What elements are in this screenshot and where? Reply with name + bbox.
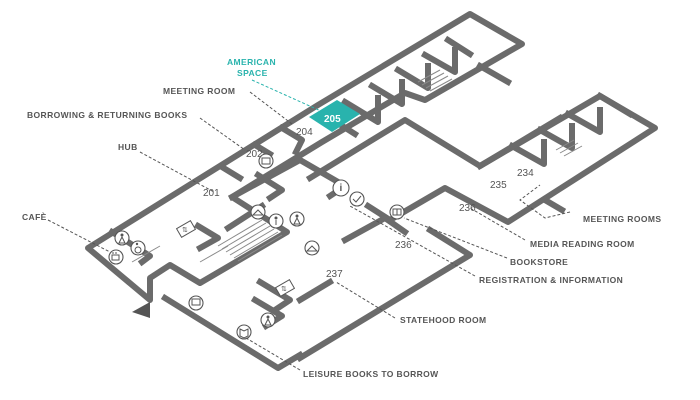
room-number-236-bookstore: 236 [395,240,412,251]
room-numbers: 205 204 202 201 235 234 236 236 237 [203,114,534,280]
label-bookstore[interactable]: BOOKSTORE [510,257,568,267]
computer-icon[interactable] [188,295,204,311]
american-space-room-205[interactable] [309,100,360,132]
label-american-space-line1[interactable]: AMERICAN [227,57,276,67]
label-borrowing-returning-books[interactable]: BORROWING & RETURNING BOOKS [27,110,188,120]
staircase-center [217,219,283,262]
room-number-234: 234 [517,168,534,179]
label-meeting-room[interactable]: MEETING ROOM [163,86,235,96]
label-meeting-rooms[interactable]: MEETING ROOMS [583,214,661,224]
svg-text:i: i [340,183,343,194]
registration-icon[interactable] [349,191,365,207]
coat-hanger-icon[interactable] [250,204,266,220]
label-statehood-room[interactable]: STATEHOOD ROOM [400,315,487,325]
borrowing-books-icon[interactable] [258,153,274,169]
leisure-books-icon[interactable] [236,324,252,340]
label-leisure-books[interactable]: LEISURE BOOKS TO BORROW [303,369,439,379]
room-number-235: 235 [490,180,507,191]
room-number-204: 204 [296,127,313,138]
room-number-202: 202 [246,149,263,160]
floor-plan-walls [85,11,658,371]
elevator-icon[interactable]: ⇅ [175,219,197,239]
women-restroom-icon[interactable] [289,211,305,227]
coat-hanger-icon[interactable] [304,240,320,256]
svg-text:⇅: ⇅ [182,227,188,234]
cafe-icon[interactable] [108,249,124,265]
room-number-205: 205 [324,114,341,125]
staircase-right [555,139,583,157]
label-hub[interactable]: HUB [118,142,138,152]
information-icon[interactable]: i [332,179,350,197]
entrance-arrow-icon [132,302,150,318]
staircase-upper [417,69,453,92]
svg-text:⇅: ⇅ [281,286,287,293]
restroom-icon[interactable] [114,230,130,246]
label-registration-information[interactable]: REGISTRATION & INFORMATION [479,275,623,285]
stairs [131,69,583,263]
label-media-reading-room[interactable]: MEDIA READING ROOM [530,239,635,249]
bookstore-icon[interactable] [389,204,405,220]
map-labels: AMERICAN SPACE MEETING ROOM BORROWING & … [22,57,661,379]
men-restroom-icon[interactable] [268,213,284,229]
room-number-237: 237 [326,269,343,280]
wheelchair-icon[interactable] [130,240,146,256]
label-cafe[interactable]: CAFÈ [22,212,47,222]
room-number-201: 201 [203,188,220,199]
leader-lines [47,79,571,371]
label-american-space-line2[interactable]: SPACE [237,68,268,78]
room-number-236-media: 236 [459,203,476,214]
staircase-entrance [131,245,229,263]
elevator-icon[interactable]: ⇅ [274,278,296,298]
lower-women-restroom-icon[interactable] [260,312,276,328]
facility-icons: i [108,153,405,340]
